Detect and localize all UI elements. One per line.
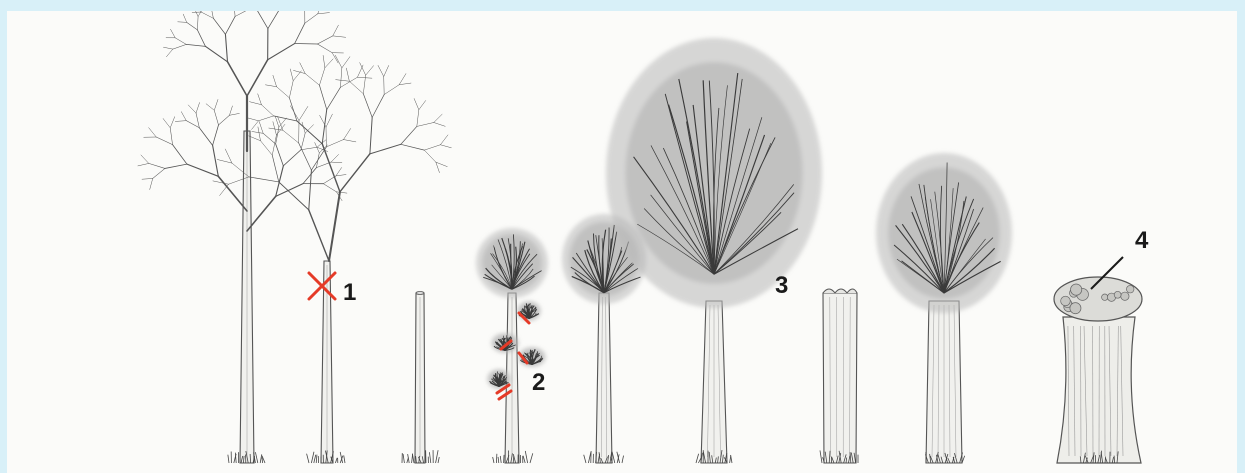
stage-mature-crown: [606, 38, 822, 463]
trunk: [823, 293, 857, 463]
knuckle-head: [1054, 277, 1142, 321]
illustration-frame: 1 2 3 4: [7, 11, 1237, 473]
trunk: [926, 301, 962, 463]
label-3: 3: [775, 274, 788, 298]
stage-young-tree: [138, 11, 347, 463]
label-1: 1: [343, 281, 356, 305]
stage-pollard-head: [1054, 277, 1142, 463]
small-crown: [476, 228, 548, 298]
label-4: 4: [1135, 229, 1148, 253]
trunk: [596, 293, 612, 463]
trunk: [415, 293, 425, 463]
side-shoot: [517, 301, 541, 321]
cut-knobs: [823, 289, 857, 293]
stage-pollarded-trunk: [820, 289, 858, 463]
stage-side-shoots-removed: [476, 228, 548, 463]
pollarding-stages-illustration: [7, 11, 1237, 473]
label-2: 2: [532, 371, 545, 395]
large-crown: [606, 38, 822, 308]
trunk: [240, 131, 254, 463]
trunk: [701, 301, 727, 463]
stage-regrown-crown: [876, 153, 1012, 463]
stage-bare-stem: [402, 292, 439, 464]
side-shoot: [491, 333, 519, 353]
bushy-crown: [876, 153, 1012, 313]
